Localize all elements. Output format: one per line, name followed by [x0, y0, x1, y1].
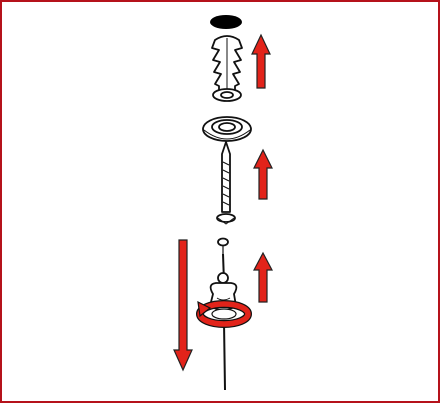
screw	[216, 141, 236, 225]
up-arrow-top	[251, 33, 271, 89]
down-arrow	[173, 239, 193, 372]
wall-hole	[210, 15, 242, 29]
rotate-arrow	[196, 300, 252, 328]
wall-plug	[211, 35, 243, 102]
pin-cap	[217, 237, 229, 254]
up-arrow-bottom	[253, 251, 273, 303]
up-arrow-middle	[253, 148, 273, 200]
rosette	[202, 116, 252, 142]
